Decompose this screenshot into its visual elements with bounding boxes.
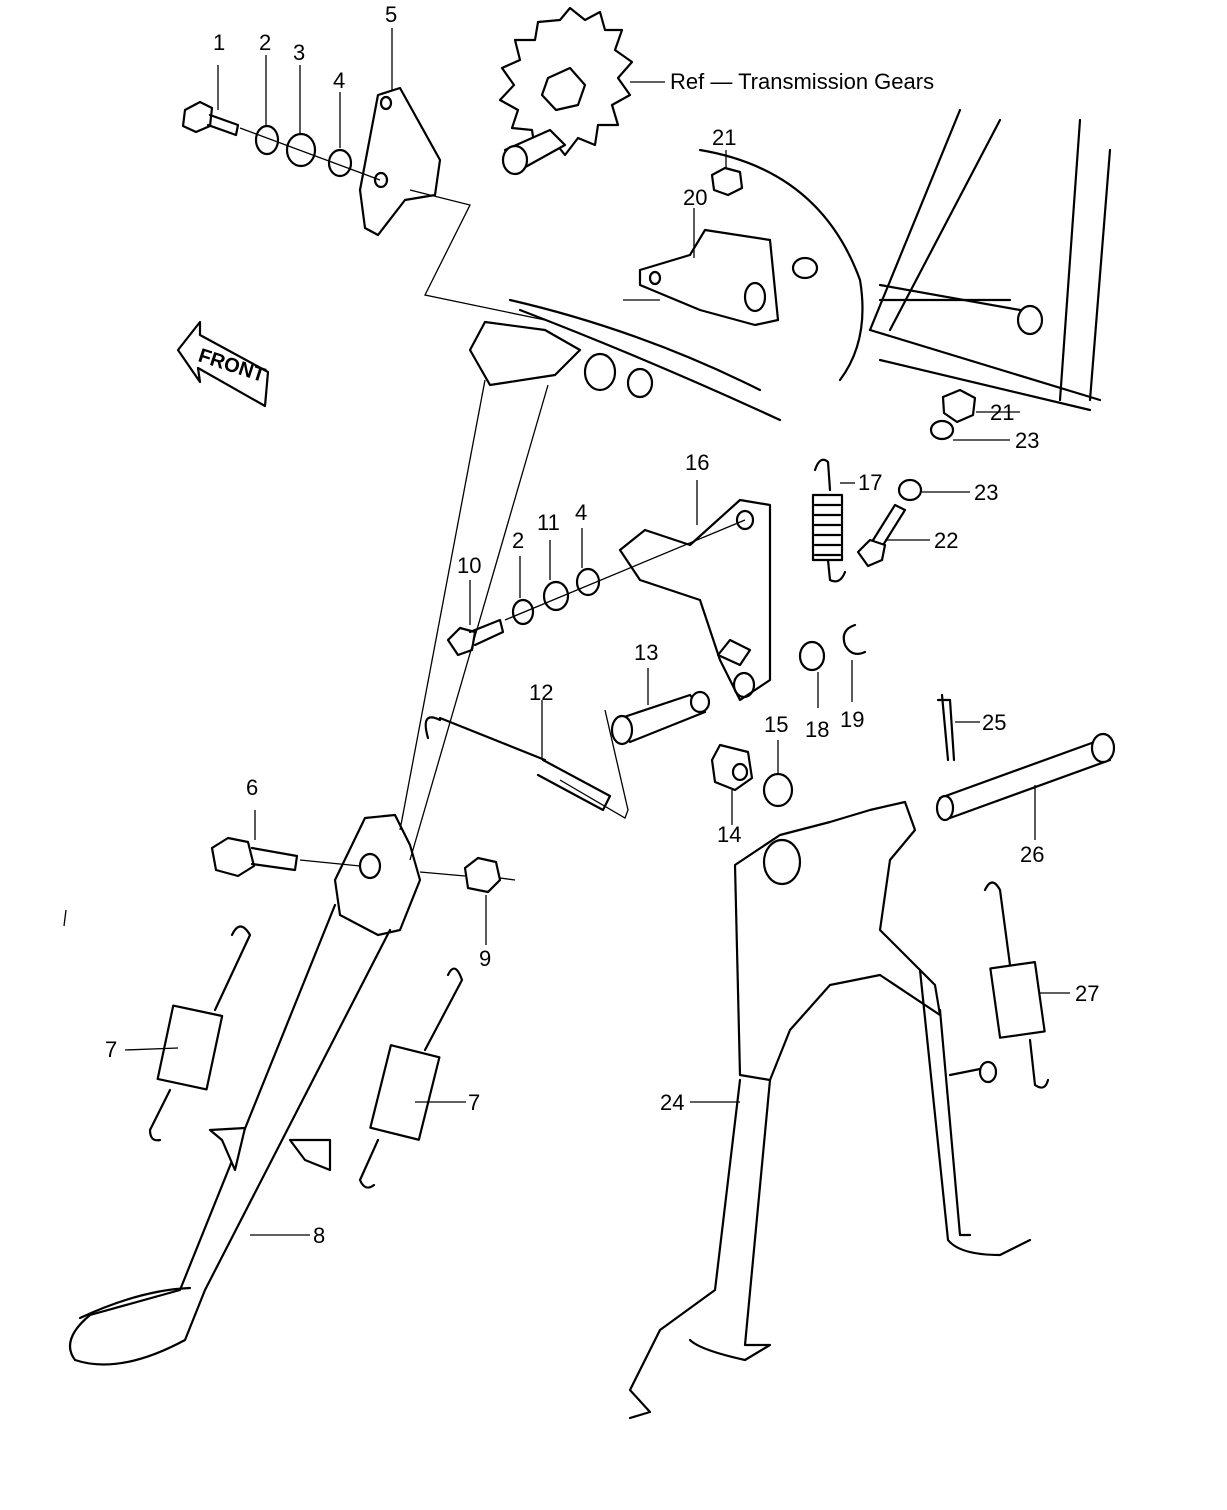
part-13-pin bbox=[610, 668, 711, 746]
callout-27: 27 bbox=[1075, 981, 1099, 1006]
part-5-bracket bbox=[358, 86, 442, 237]
part-6-bolt bbox=[210, 810, 299, 878]
callout-11: 11 bbox=[537, 510, 560, 535]
callout-14: 14 bbox=[717, 822, 741, 847]
callout-10: 10 bbox=[457, 553, 481, 578]
callout-5: 5 bbox=[385, 2, 397, 27]
callout-4-lower: 4 bbox=[575, 500, 587, 525]
part-20-bracket bbox=[638, 228, 780, 327]
callout-20: 20 bbox=[683, 185, 707, 210]
part-8-side-stand bbox=[68, 813, 422, 1366]
callout-21: 21 bbox=[712, 125, 736, 150]
part-10-bolt bbox=[446, 618, 505, 657]
callout-17: 17 bbox=[858, 470, 882, 495]
callout-23-top: 23 bbox=[1015, 428, 1039, 453]
callout-15: 15 bbox=[764, 712, 788, 737]
callout-13: 13 bbox=[634, 640, 658, 665]
part-15-collar bbox=[762, 772, 794, 808]
part-21-nut-upper bbox=[710, 166, 744, 197]
mount-block bbox=[468, 320, 654, 399]
callout-19: 19 bbox=[840, 707, 864, 732]
callout-24: 24 bbox=[660, 1090, 684, 1115]
callout-2: 2 bbox=[259, 30, 271, 55]
sprocket-ref bbox=[498, 6, 634, 176]
callout-22: 22 bbox=[934, 528, 958, 553]
part-18-washer bbox=[798, 640, 826, 672]
part-16-bracket bbox=[618, 480, 772, 702]
part-21-nut-right bbox=[941, 388, 977, 424]
callout-25: 25 bbox=[982, 710, 1006, 735]
callout-4: 4 bbox=[333, 68, 345, 93]
part-9-nut bbox=[463, 856, 502, 894]
part-4-collar-lower bbox=[575, 567, 601, 597]
callout-9: 9 bbox=[479, 946, 491, 971]
part-22-bolt bbox=[856, 503, 930, 568]
part-27-spring bbox=[983, 881, 1070, 1089]
part-1-bolt bbox=[181, 100, 240, 137]
part-23-washer-top bbox=[929, 419, 955, 441]
callout-6: 6 bbox=[246, 775, 258, 800]
part-19-clip bbox=[842, 623, 867, 655]
part-17-spring bbox=[811, 458, 855, 583]
ref-transmission-label: Ref — Transmission Gears bbox=[670, 69, 934, 94]
callout-7-right: 7 bbox=[468, 1090, 480, 1115]
part-23-washer-mid bbox=[897, 478, 923, 502]
part-7-spring-left bbox=[124, 925, 252, 1142]
callout-23-mid: 23 bbox=[974, 480, 998, 505]
part-2-washer bbox=[254, 124, 280, 156]
callout-16: 16 bbox=[685, 450, 709, 475]
callout-21-right: 21 bbox=[990, 400, 1014, 425]
callout-7-left: 7 bbox=[105, 1037, 117, 1062]
callout-12: 12 bbox=[529, 680, 553, 705]
callout-26: 26 bbox=[1020, 842, 1044, 867]
callout-labels: 1 2 3 4 5 21 20 21 23 16 17 23 11 4 22 2… bbox=[105, 2, 1099, 1248]
callout-18: 18 bbox=[805, 717, 829, 742]
part-25-cotter-pin bbox=[936, 693, 956, 762]
part-11-washer bbox=[542, 580, 570, 612]
frame-outline bbox=[508, 108, 1112, 422]
part-4-collar bbox=[327, 148, 353, 178]
part-26-pin bbox=[935, 732, 1116, 840]
front-arrow: FRONT bbox=[176, 320, 270, 408]
part-12-rod bbox=[424, 700, 612, 812]
callout-8: 8 bbox=[313, 1223, 325, 1248]
callout-2-lower: 2 bbox=[512, 528, 524, 553]
part-7-spring-right bbox=[358, 967, 466, 1189]
part-24-center-stand bbox=[628, 800, 1032, 1420]
callout-1: 1 bbox=[213, 30, 225, 55]
callout-3: 3 bbox=[293, 40, 305, 65]
